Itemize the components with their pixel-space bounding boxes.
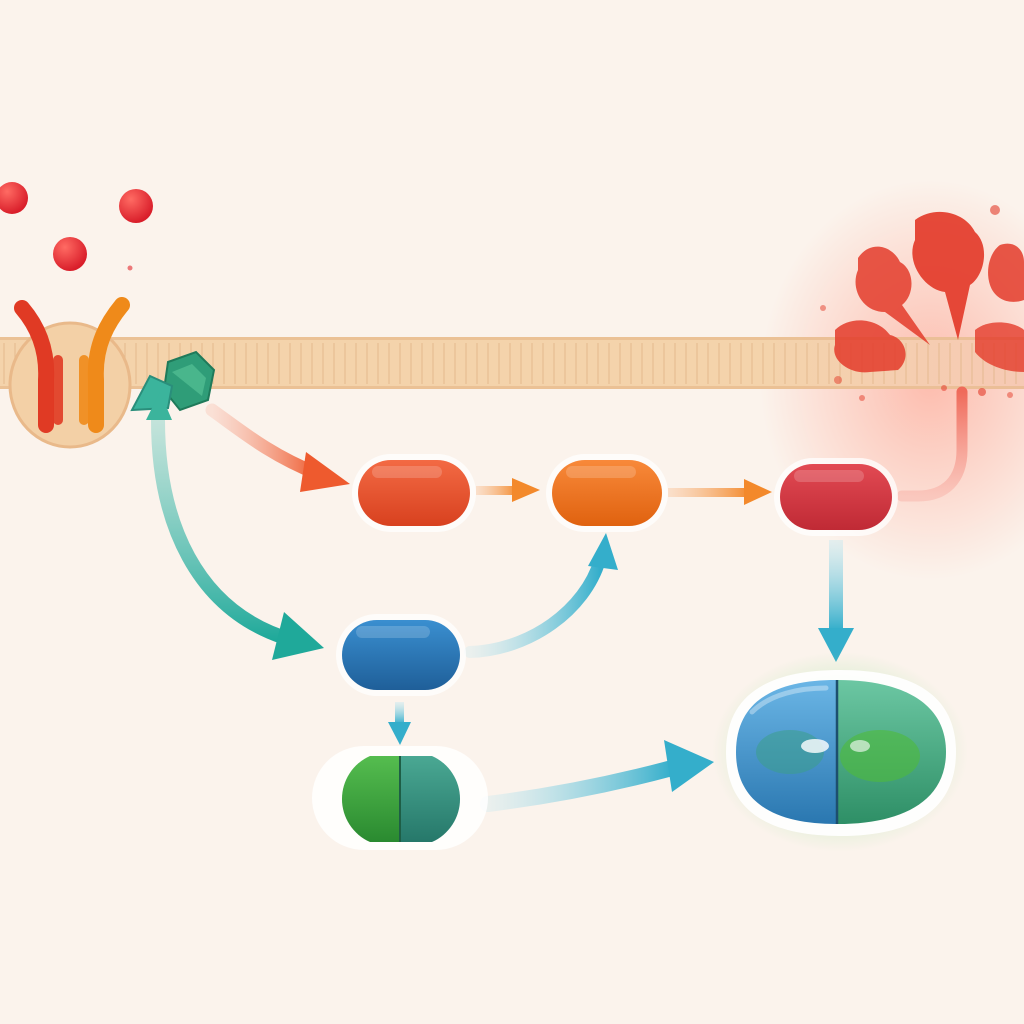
ligand-molecule-icon: [0, 182, 153, 271]
node-2: [546, 454, 668, 532]
dimer: [312, 746, 488, 850]
arrow-dimer-to-complex: [480, 740, 714, 812]
ligand-molecule-icon: [119, 189, 153, 223]
node-3: [774, 458, 898, 536]
arrow-node-1-to-node-2: [476, 478, 540, 502]
arrow-adaptor-to-node-4: [146, 392, 324, 660]
arrow-node-4-to-node-2: [464, 533, 618, 658]
ligand-molecule-icon: [0, 182, 28, 214]
arrow-node-2-to-node-3: [668, 479, 772, 505]
receptor-icon: [8, 297, 132, 449]
arrow-adaptor-to-node-1: [205, 403, 350, 492]
node-1: [352, 454, 476, 532]
node-4: [336, 614, 466, 696]
complex: [712, 652, 968, 852]
release-burst-icon: [820, 205, 1024, 401]
arrow-node-3-to-burst: [896, 386, 968, 502]
arrow-node-3-to-complex: [818, 540, 854, 662]
arrow-node-4-to-dimer: [388, 702, 411, 745]
ligand-molecule-icon: [53, 237, 87, 271]
